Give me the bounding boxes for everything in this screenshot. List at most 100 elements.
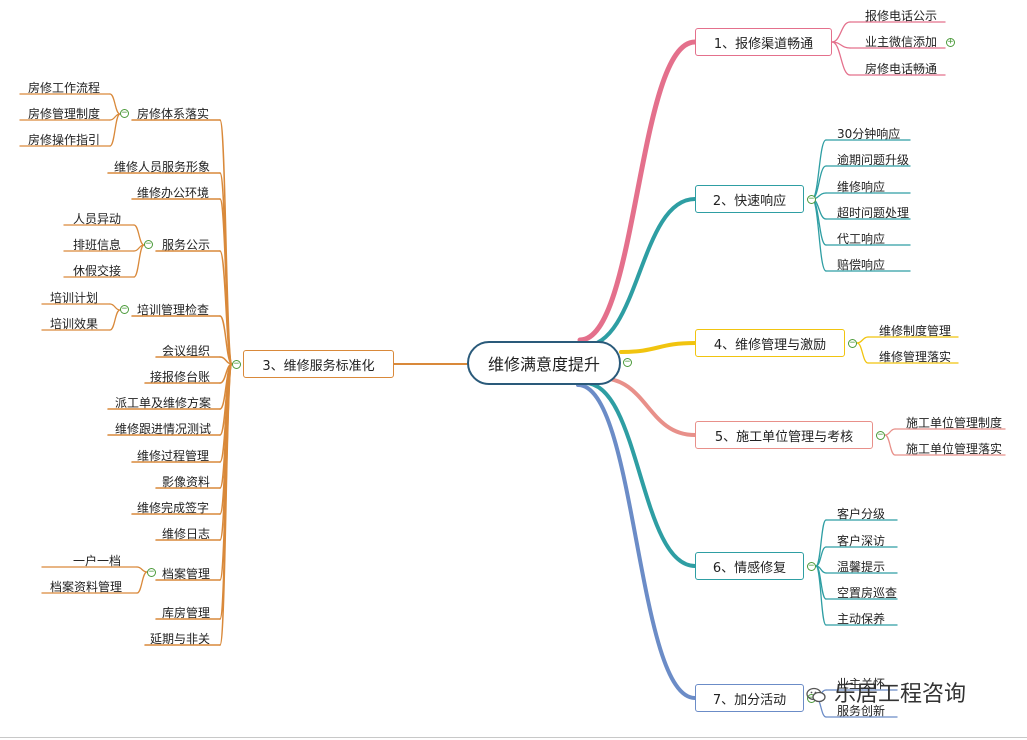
g2-child-1[interactable]: 人员异动 (73, 212, 122, 226)
g4-child-1[interactable]: 一户一档 (73, 554, 122, 568)
b5-leaf-2[interactable]: 施工单位管理落实 (906, 442, 1003, 456)
b3-leaf-9[interactable]: 维修完成签字 (137, 501, 210, 515)
b6-collapse-icon[interactable]: − (807, 561, 816, 571)
b3-group-g3[interactable]: 培训管理检查 (137, 303, 210, 317)
g4-child-2[interactable]: 档案资料管理 (50, 580, 123, 594)
b3-leaf-3[interactable]: 会议组织 (162, 344, 211, 358)
b3-leaf-1[interactable]: 维修人员服务形象 (114, 160, 211, 174)
b3-leaf-12[interactable]: 延期与非关 (150, 632, 211, 646)
b3-group-g2[interactable]: 服务公示 (162, 238, 211, 252)
b6-leaf-4[interactable]: 空置房巡查 (837, 586, 898, 600)
g4-collapse-icon[interactable]: − (147, 567, 156, 577)
b2-leaf-5[interactable]: 代工响应 (837, 232, 886, 246)
b3-group-g4[interactable]: 档案管理 (162, 567, 211, 581)
root-to-b1-curve (577, 39, 698, 343)
b5-collapse-icon[interactable]: − (876, 430, 885, 440)
l12-branch-curve (219, 363, 233, 646)
b3-leaf-4[interactable]: 接报修台账 (150, 370, 211, 384)
root-to-b7-curve (576, 383, 697, 700)
b3-leaf-11[interactable]: 库房管理 (162, 606, 211, 620)
branch-b1[interactable]: 1、报修渠道畅通 (695, 28, 832, 56)
b2-leaf-6[interactable]: 赔偿响应 (837, 258, 886, 272)
b4-leaf-2-curve (856, 342, 869, 364)
g3-collapse-icon[interactable]: − (120, 304, 129, 314)
b3-group-g1[interactable]: 房修体系落实 (137, 107, 210, 121)
branch-b3-label: 3、维修服务标准化 (262, 358, 375, 374)
g2-child-3[interactable]: 休假交接 (73, 264, 122, 278)
b2-leaf-1-curve (811, 139, 827, 200)
b4-leaf-1-curve (856, 336, 869, 344)
b3-collapse-icon[interactable]: − (232, 359, 241, 369)
b6-leaf-5[interactable]: 主动保养 (837, 612, 886, 626)
b1-leaf-collapse-icon[interactable]: + (946, 37, 955, 47)
root-node[interactable]: 维修满意度提升 (467, 341, 621, 385)
b3-leaf-2[interactable]: 维修办公环境 (137, 186, 210, 200)
branch-b2[interactable]: 2、快速响应 (695, 185, 804, 213)
root-collapse-icon[interactable]: − (623, 357, 632, 367)
root-to-b6-curve (583, 381, 697, 568)
b1-leaf-2[interactable]: 业主微信添加 (865, 35, 938, 49)
root-label: 维修满意度提升 (487, 355, 600, 374)
b2-leaf-3[interactable]: 维修响应 (837, 180, 886, 194)
watermark: 乐居工程咨询 (806, 676, 966, 708)
g3-child-1[interactable]: 培训计划 (50, 291, 99, 305)
b6-leaf-2-curve (815, 546, 827, 567)
g1-branch-curve (219, 119, 233, 365)
watermark-text: 乐居工程咨询 (834, 682, 967, 707)
g2-branch-curve (219, 250, 233, 365)
g2-child-3-curve (133, 244, 145, 278)
branch-b4[interactable]: 4、维修管理与激励 (695, 329, 845, 357)
b6-leaf-1[interactable]: 客户分级 (837, 507, 886, 521)
b5-leaf-2-curve (884, 434, 896, 456)
branch-b3[interactable]: 3、维修服务标准化 (243, 350, 394, 378)
b6-leaf-2[interactable]: 客户深访 (837, 534, 886, 548)
b2-leaf-2[interactable]: 逾期问题升级 (837, 153, 910, 167)
root-to-b5-curve (598, 376, 697, 437)
b1-leaf-1[interactable]: 报修电话公示 (865, 9, 938, 23)
b4-leaf-2[interactable]: 维修管理落实 (879, 350, 952, 364)
b6-leaf-3[interactable]: 温馨提示 (837, 560, 886, 574)
b6-leaf-1-curve (815, 519, 827, 567)
g1-child-2[interactable]: 房修管理制度 (28, 107, 101, 121)
g1-child-1[interactable]: 房修工作流程 (28, 81, 101, 95)
branch-b5-label: 5、施工单位管理与考核 (714, 429, 854, 445)
b2-leaf-1[interactable]: 30分钟响应 (837, 127, 901, 141)
g2-child-2[interactable]: 排班信息 (73, 238, 122, 252)
b3-leaf-5[interactable]: 派工单及维修方案 (115, 396, 212, 410)
g1-child-3-curve (109, 113, 121, 147)
b3-leaf-10[interactable]: 维修日志 (162, 527, 211, 541)
branch-b2-label: 2、快速响应 (712, 193, 787, 209)
g1-child-1-curve (109, 93, 121, 115)
branch-b7[interactable]: 7、加分活动 (695, 684, 804, 712)
b1-leaf-3[interactable]: 房修电话畅通 (865, 62, 938, 76)
b4-collapse-icon[interactable]: − (848, 338, 857, 348)
b3-leaf-8[interactable]: 影像资料 (162, 475, 211, 489)
branch-b6-label: 6、情感修复 (712, 560, 787, 576)
wechat-icon (806, 684, 826, 703)
b2-collapse-icon[interactable]: − (807, 194, 816, 204)
root-to-b4-curve (619, 341, 697, 354)
g2-child-1-curve (133, 224, 145, 246)
b3-leaf-6[interactable]: 维修跟进情况测试 (115, 422, 212, 436)
g2-collapse-icon[interactable]: − (144, 239, 153, 249)
b3-leaf-7[interactable]: 维修过程管理 (137, 449, 210, 463)
g1-child-3[interactable]: 房修操作指引 (28, 133, 101, 147)
b4-leaf-1[interactable]: 维修制度管理 (879, 324, 952, 338)
g1-collapse-icon[interactable]: − (120, 108, 129, 118)
b2-leaf-4[interactable]: 超时问题处理 (837, 206, 910, 220)
branch-b4-label: 4、维修管理与激励 (713, 337, 827, 353)
b7-leaf-2[interactable]: 服务创新 (837, 704, 886, 718)
g3-child-1-curve (109, 303, 121, 311)
g3-branch-curve (219, 315, 233, 365)
branch-b6[interactable]: 6、情感修复 (695, 552, 804, 580)
b1-leaf-1-curve (831, 21, 851, 43)
branch-b1-label: 1、报修渠道畅通 (713, 36, 814, 52)
branch-b7-label: 7、加分活动 (712, 692, 787, 708)
b7-leaf-1[interactable]: 业主关怀 (837, 677, 886, 691)
b5-leaf-1[interactable]: 施工单位管理制度 (906, 416, 1003, 430)
b5-leaf-1-curve (884, 428, 896, 436)
g3-child-2[interactable]: 培训效果 (50, 317, 99, 331)
branch-b5[interactable]: 5、施工单位管理与考核 (695, 421, 873, 449)
